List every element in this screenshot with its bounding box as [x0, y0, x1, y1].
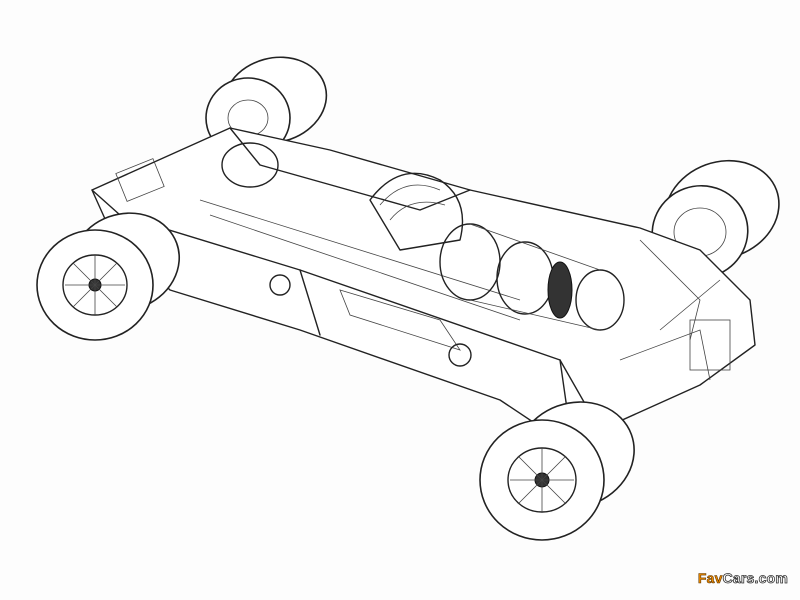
watermark-brand-b: Cars.com	[722, 570, 788, 587]
watermark-logo: FavCars.com	[697, 570, 789, 587]
steering-wheel	[221, 142, 279, 188]
chassis	[91, 127, 756, 441]
rear-left-wheel	[479, 401, 635, 541]
front-right-wheel	[36, 212, 181, 341]
watermark-brand-a: Fav	[697, 570, 723, 587]
